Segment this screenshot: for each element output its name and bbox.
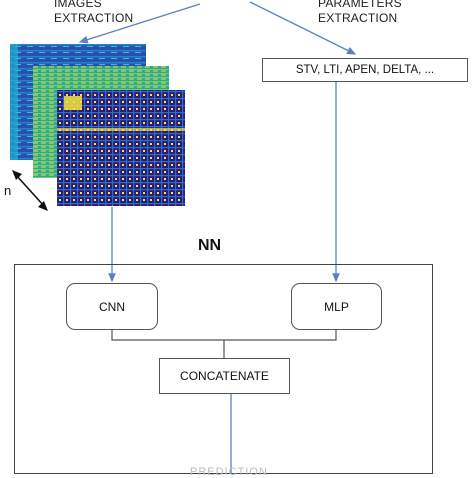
parameters-extraction-line1: PARAMETERS bbox=[318, 0, 402, 10]
parameters-extraction-label: PARAMETERS EXTRACTION bbox=[318, 0, 402, 26]
bottom-output-label: PREDICTION bbox=[190, 466, 268, 478]
parameters-box-text: STV, LTI, APEN, DELTA, ... bbox=[295, 64, 435, 76]
images-extraction-label: IMAGES EXTRACTION bbox=[54, 0, 133, 26]
images-extraction-line2: EXTRACTION bbox=[54, 11, 134, 25]
n-arrowhead-top bbox=[12, 170, 22, 180]
parameters-box: STV, LTI, APEN, DELTA, ... bbox=[262, 58, 468, 82]
cnn-box: CNN bbox=[66, 283, 158, 330]
heatmap-front-bright-block bbox=[64, 96, 82, 110]
nn-title: NN bbox=[198, 237, 222, 254]
concatenate-box: CONCATENATE bbox=[159, 358, 290, 394]
images-extraction-line1: IMAGES bbox=[54, 0, 102, 10]
arrow-to-parameters bbox=[249, 1, 357, 55]
mlp-box: MLP bbox=[291, 283, 382, 330]
heatmap-front-bright-strip bbox=[57, 128, 185, 131]
n-label: n bbox=[4, 183, 12, 198]
mlp-box-label: MLP bbox=[324, 299, 349, 314]
parameters-extraction-line2: EXTRACTION bbox=[318, 11, 398, 25]
concatenate-box-label: CONCATENATE bbox=[180, 369, 269, 383]
n-depth-arrow bbox=[15, 174, 45, 207]
n-arrowhead-bottom bbox=[38, 201, 48, 211]
cnn-box-label: CNN bbox=[99, 299, 125, 314]
heatmap-back-bright-band bbox=[10, 44, 18, 160]
arrow-to-images bbox=[78, 3, 201, 44]
